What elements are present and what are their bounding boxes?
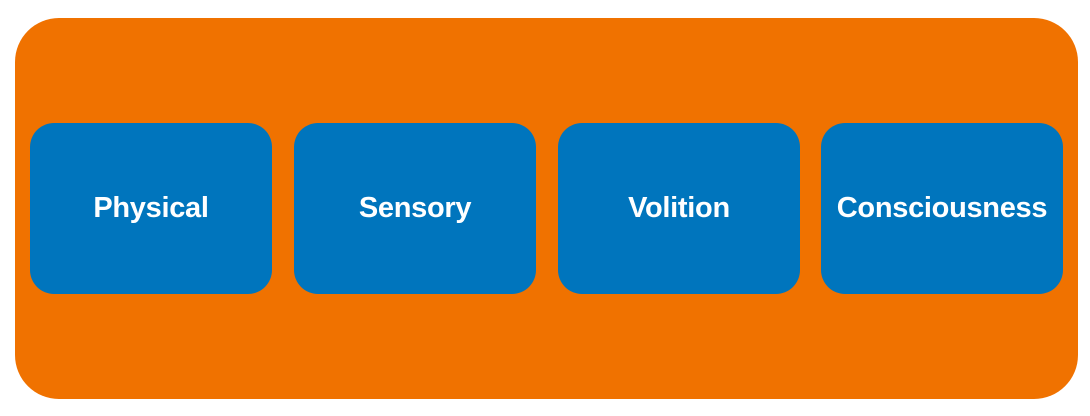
box-physical: Physical	[30, 123, 272, 294]
box-label-sensory: Sensory	[358, 192, 472, 224]
box-consciousness: Consciousness	[821, 123, 1063, 294]
box-label-consciousness: Consciousness	[836, 192, 1048, 224]
box-label-physical: Physical	[93, 192, 209, 224]
box-volition: Volition	[558, 123, 800, 294]
box-label-volition: Volition	[628, 192, 730, 224]
box-sensory: Sensory	[294, 123, 536, 294]
